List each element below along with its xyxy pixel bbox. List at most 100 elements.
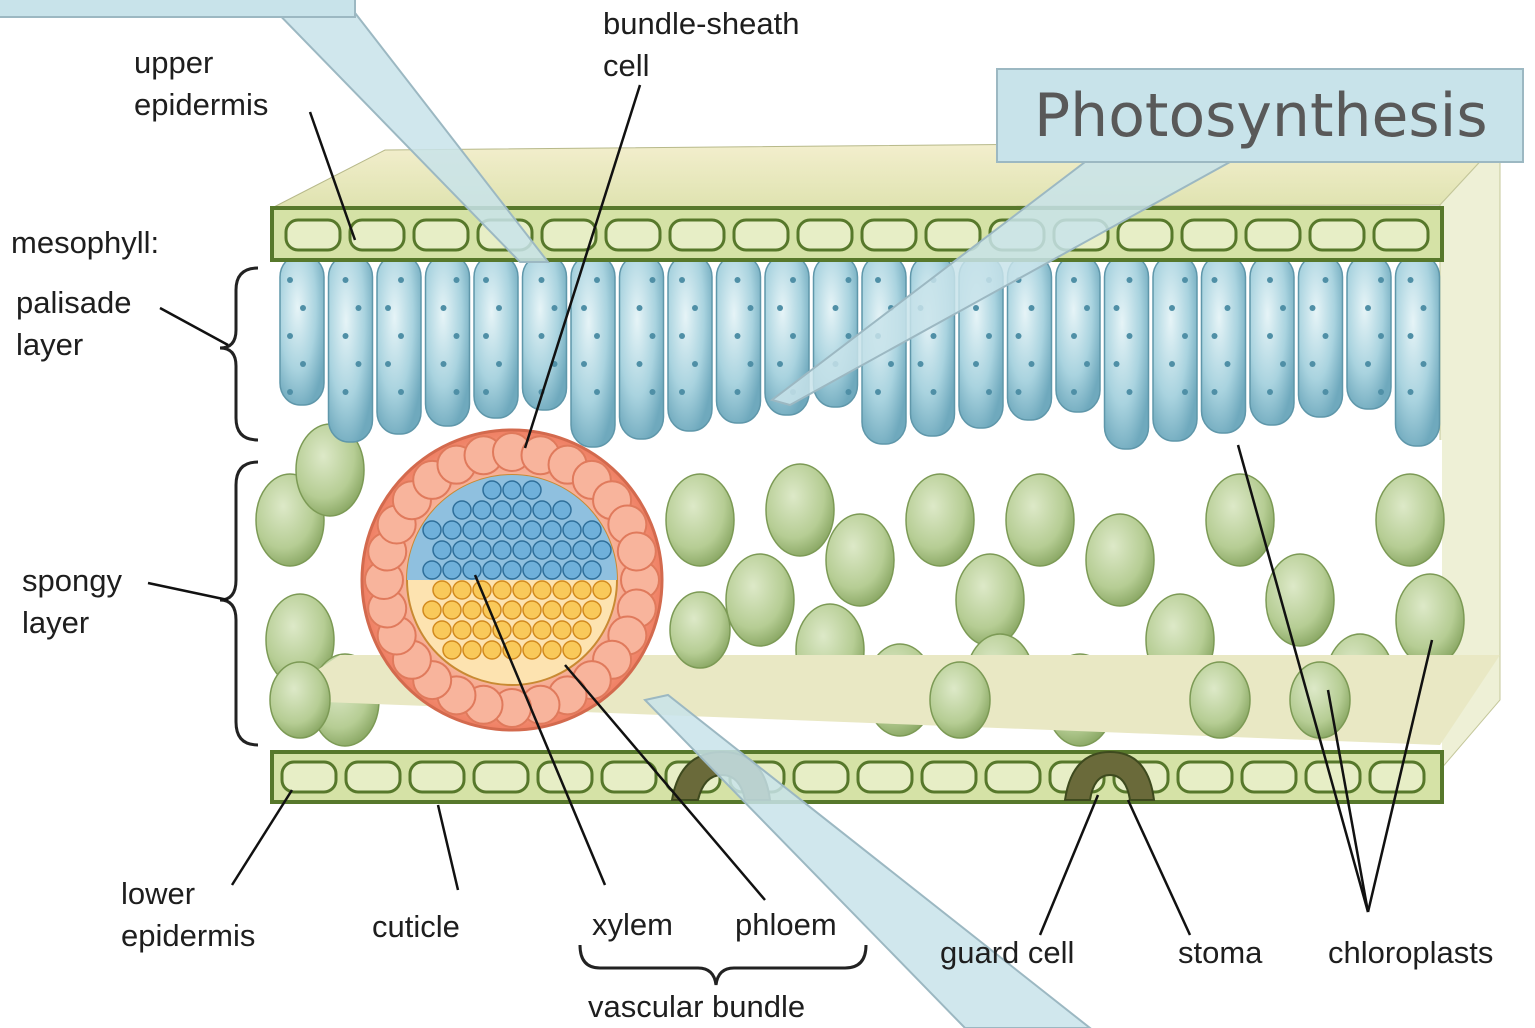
- upper-epidermis-cell: [1118, 220, 1172, 250]
- spongy-cell: [1290, 662, 1350, 738]
- chloroplast-dot: [846, 277, 852, 283]
- chloroplast-dot: [1016, 333, 1022, 339]
- upper-epidermis-cell: [1246, 220, 1300, 250]
- chloroplast-dot: [650, 389, 656, 395]
- xylem-cell: [533, 541, 551, 559]
- xylem-cell: [443, 561, 461, 579]
- chloroplast-dot: [356, 361, 362, 367]
- palisade-cell: [1299, 255, 1343, 417]
- phloem-cell: [563, 641, 581, 659]
- chloroplast-dot: [343, 333, 349, 339]
- lower-epidermis-cell: [410, 762, 464, 792]
- xylem-cell: [593, 541, 611, 559]
- label-lower-epidermis: epidermis: [121, 915, 255, 957]
- chloroplast-dot: [594, 277, 600, 283]
- chloroplast-dot: [986, 389, 992, 395]
- phloem-cell: [513, 621, 531, 639]
- phloem-cell: [453, 581, 471, 599]
- xylem-cell: [563, 561, 581, 579]
- chloroplast-dot: [679, 389, 685, 395]
- chloroplast-dot: [385, 361, 391, 367]
- chloroplast-dot: [1225, 305, 1231, 311]
- xylem-cell: [503, 521, 521, 539]
- xylem-cell: [563, 521, 581, 539]
- brace-vascular-bundle: [580, 945, 866, 985]
- xylem-cell: [583, 521, 601, 539]
- phloem-cell: [443, 601, 461, 619]
- upper-epidermis-cell: [1182, 220, 1236, 250]
- chloroplast-dot: [1310, 361, 1316, 367]
- spongy-cell: [826, 514, 894, 606]
- chloroplast-dot: [1127, 389, 1133, 395]
- brace-spongy: [220, 462, 258, 745]
- chloroplast-dot: [454, 277, 460, 283]
- chloroplast-dot: [1084, 305, 1090, 311]
- chloroplast-dot: [1225, 361, 1231, 367]
- chloroplast-dot: [1212, 277, 1218, 283]
- chloroplast-dot: [343, 277, 349, 283]
- chloroplast-dot: [1212, 333, 1218, 339]
- phloem-cell: [583, 601, 601, 619]
- chloroplast-dot: [1084, 361, 1090, 367]
- chloroplast-dot: [679, 333, 685, 339]
- palisade-cell: [1347, 255, 1391, 409]
- chloroplast-dot: [692, 361, 698, 367]
- label-bundle-sheath: bundle-sheath: [603, 3, 800, 45]
- spongy-cell: [930, 662, 990, 738]
- chloroplast-dot: [973, 305, 979, 311]
- xylem-cell: [493, 501, 511, 519]
- label-palisade-layer: layer: [16, 324, 83, 366]
- chloroplast-dot: [1280, 361, 1286, 367]
- lower-epidermis-cell: [858, 762, 912, 792]
- xylem-cell: [433, 541, 451, 559]
- vascular-bundle: [362, 430, 662, 730]
- label-upper: upper: [134, 42, 213, 84]
- callout-box-photosynthesis: Photosynthesis: [996, 68, 1524, 163]
- phloem-cell: [533, 621, 551, 639]
- palisade-cell: [1105, 255, 1149, 449]
- chloroplast-dot: [1267, 389, 1273, 395]
- xylem-cell: [483, 481, 501, 499]
- lower-epidermis-cell: [1242, 762, 1296, 792]
- chloroplast-dot: [1127, 333, 1133, 339]
- chloroplast-dot: [790, 333, 796, 339]
- chloroplast-dot: [1310, 305, 1316, 311]
- chloroplast-dot: [1378, 389, 1384, 395]
- xylem-cell: [543, 521, 561, 539]
- label-vascular-bundle: vascular bundle: [588, 986, 805, 1028]
- upper-epidermis-cell: [798, 220, 852, 250]
- phloem-cell: [563, 601, 581, 619]
- chloroplast-dot: [1169, 305, 1175, 311]
- spongy-cell: [726, 554, 794, 646]
- chloroplast-dot: [1114, 305, 1120, 311]
- chloroplast-dot: [846, 389, 852, 395]
- xylem-cell: [423, 561, 441, 579]
- chloroplast-dot: [539, 277, 545, 283]
- spongy-cell: [766, 464, 834, 556]
- chloroplast-dot: [875, 277, 881, 283]
- leader-spongy: [148, 583, 228, 600]
- spongy-cell: [1190, 662, 1250, 738]
- upper-epidermis-cell: [414, 220, 468, 250]
- phloem-cell: [423, 601, 441, 619]
- leader-lower-epidermis: [232, 790, 292, 885]
- chloroplast-dot: [650, 333, 656, 339]
- chloroplast-dot: [594, 333, 600, 339]
- chloroplast-dot: [581, 361, 587, 367]
- lower-epidermis-cell: [474, 762, 528, 792]
- chloroplast-dot: [1182, 389, 1188, 395]
- chloroplast-dot: [1421, 305, 1427, 311]
- lower-epidermis-cell: [1178, 762, 1232, 792]
- upper-epidermis-cell: [670, 220, 724, 250]
- chloroplast-dot: [1169, 361, 1175, 367]
- label-lower: lower: [121, 873, 195, 915]
- chloroplast-dot: [846, 333, 852, 339]
- xylem-cell: [513, 501, 531, 519]
- chloroplast-dot: [398, 277, 404, 283]
- palisade-cell: [620, 255, 664, 439]
- lower-epidermis-cell: [346, 762, 400, 792]
- chloroplast-dot: [777, 361, 783, 367]
- callout-box-upper-left: [0, 0, 356, 18]
- xylem-cell: [423, 521, 441, 539]
- chloroplast-dot: [483, 389, 489, 395]
